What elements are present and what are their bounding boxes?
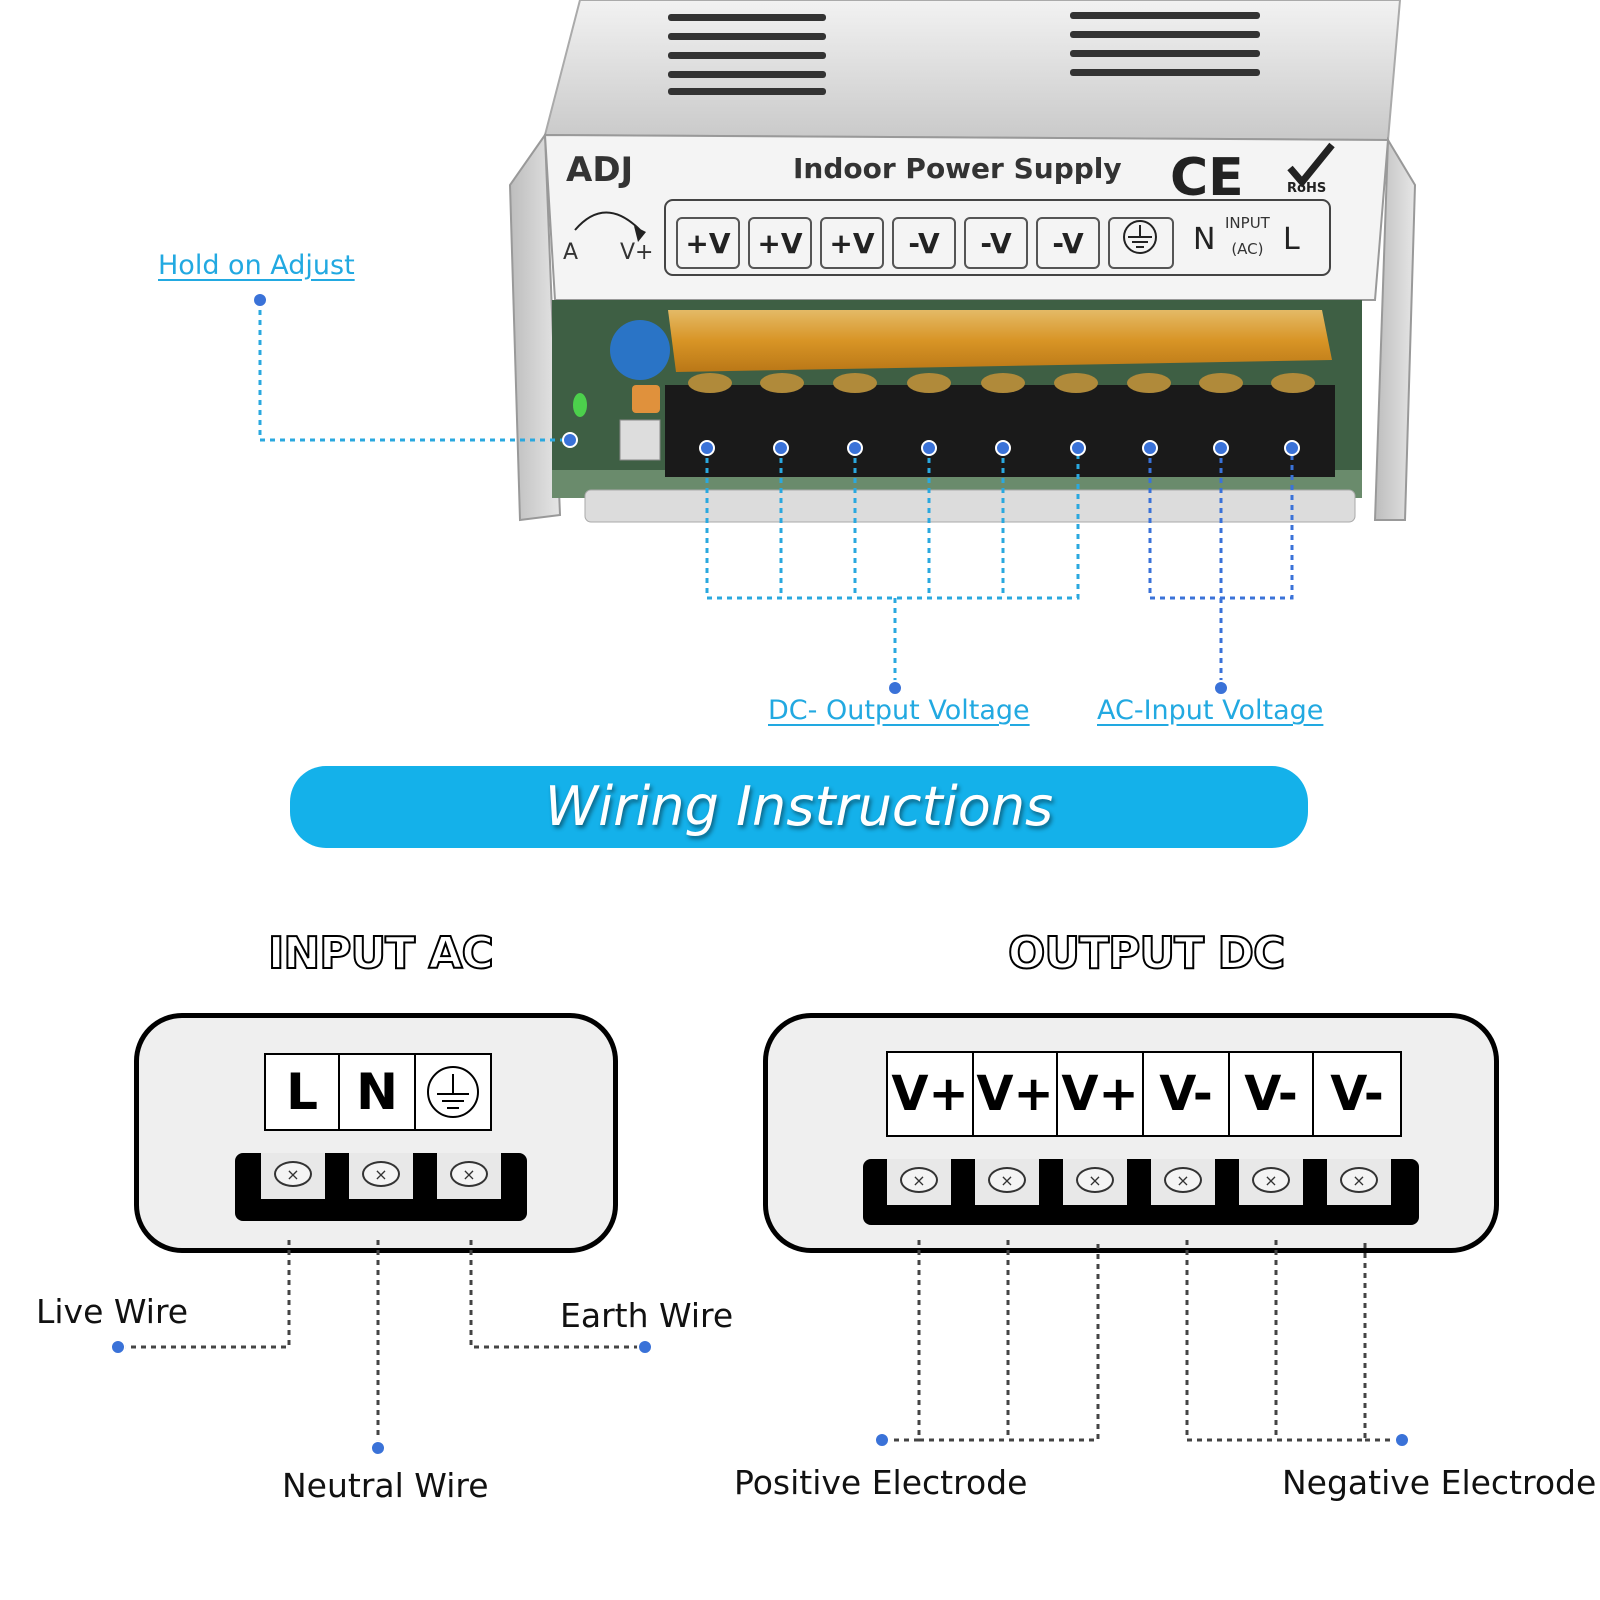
- screw-icon: ×: [988, 1167, 1026, 1193]
- input-terminal-earth: [416, 1055, 490, 1129]
- output-terminal-5: V-: [1230, 1053, 1314, 1135]
- wiring-banner: Wiring Instructions: [290, 766, 1308, 848]
- input-terminal-strip: × × ×: [235, 1153, 527, 1221]
- dc-output-callout: DC- Output Voltage: [768, 695, 1030, 726]
- input-terminal-n: N: [340, 1055, 416, 1129]
- product-terminal-earth: [1108, 217, 1174, 269]
- output-terminal-3: V+: [1058, 1053, 1144, 1135]
- input-wire-lines: [110, 1240, 653, 1456]
- product-terminal-n: N: [1193, 222, 1216, 257]
- output-terminal-6: V-: [1330, 1066, 1384, 1122]
- callout-lines: [252, 292, 1300, 696]
- screw-icon: ×: [450, 1161, 488, 1187]
- product-terminal-4: -V: [892, 217, 956, 269]
- product-terminal-5: -V: [964, 217, 1028, 269]
- output-terminal-1: V+: [888, 1053, 974, 1135]
- product-terminal-l: L: [1283, 222, 1300, 257]
- earth-symbol-icon: [1123, 220, 1157, 254]
- input-ac-label-row: L N: [264, 1053, 492, 1131]
- screw-icon: ×: [1076, 1167, 1114, 1193]
- product-terminal-1: +V: [676, 217, 740, 269]
- screw-icon: ×: [1340, 1167, 1378, 1193]
- input-ac-title: INPUT AC: [267, 927, 495, 980]
- ce-mark: CE: [1170, 148, 1244, 208]
- brand-label: ADJ: [566, 150, 634, 190]
- screw-icon: ×: [1252, 1167, 1290, 1193]
- input-terminal-l: L: [266, 1055, 340, 1129]
- output-dc-title: OUTPUT DC: [1007, 927, 1286, 980]
- neutral-wire-label: Neutral Wire: [282, 1466, 489, 1505]
- output-dc-panel: V+ V+ V+ V- V- V- × × × × × ×: [763, 1013, 1499, 1253]
- rohs-mark: RoHS: [1287, 181, 1326, 196]
- product-terminal-6: -V: [1036, 217, 1100, 269]
- capacitor: [610, 320, 670, 380]
- screw-icon: ×: [900, 1167, 938, 1193]
- positive-electrode-label: Positive Electrode: [734, 1463, 1028, 1502]
- output-terminal-strip: × × × × × ×: [863, 1159, 1419, 1225]
- led-indicator: [573, 393, 587, 417]
- adjust-potentiometer: [619, 419, 661, 461]
- adjust-label-v: V+: [620, 240, 654, 265]
- input-label: INPUT: [1225, 214, 1270, 232]
- screw-icon: ×: [1164, 1167, 1202, 1193]
- output-terminal-4: V-: [1144, 1053, 1230, 1135]
- hold-adjust-callout: Hold on Adjust: [158, 250, 355, 281]
- vent-slots: [668, 12, 1260, 95]
- earth-symbol-icon: [427, 1066, 479, 1118]
- output-dc-label-row: V+ V+ V+ V- V- V-: [886, 1051, 1402, 1137]
- banner-title: Wiring Instructions: [544, 775, 1054, 838]
- output-terminal-2: V+: [974, 1053, 1058, 1135]
- adjust-label-a: A: [563, 240, 579, 265]
- terminal-screws: [688, 373, 1315, 393]
- negative-electrode-label: Negative Electrode: [1282, 1463, 1597, 1502]
- ac-input-callout: AC-Input Voltage: [1097, 695, 1324, 726]
- live-wire-label: Live Wire: [36, 1292, 189, 1331]
- input-ac-label: INPUT (AC): [1225, 210, 1270, 262]
- callout-dots: [252, 292, 1300, 696]
- input-ac-panel: L N × × ×: [134, 1013, 618, 1253]
- product-terminal-3: +V: [820, 217, 884, 269]
- output-wire-lines: [874, 1240, 1410, 1448]
- earth-wire-label: Earth Wire: [560, 1296, 734, 1335]
- input-sub-label: (AC): [1231, 240, 1264, 258]
- terminal-cover: [668, 310, 1332, 372]
- product-title: Indoor Power Supply: [793, 152, 1122, 185]
- product-terminal-2: +V: [748, 217, 812, 269]
- screw-icon: ×: [274, 1161, 312, 1187]
- screw-icon: ×: [362, 1161, 400, 1187]
- rohs-check-icon: [1287, 142, 1335, 188]
